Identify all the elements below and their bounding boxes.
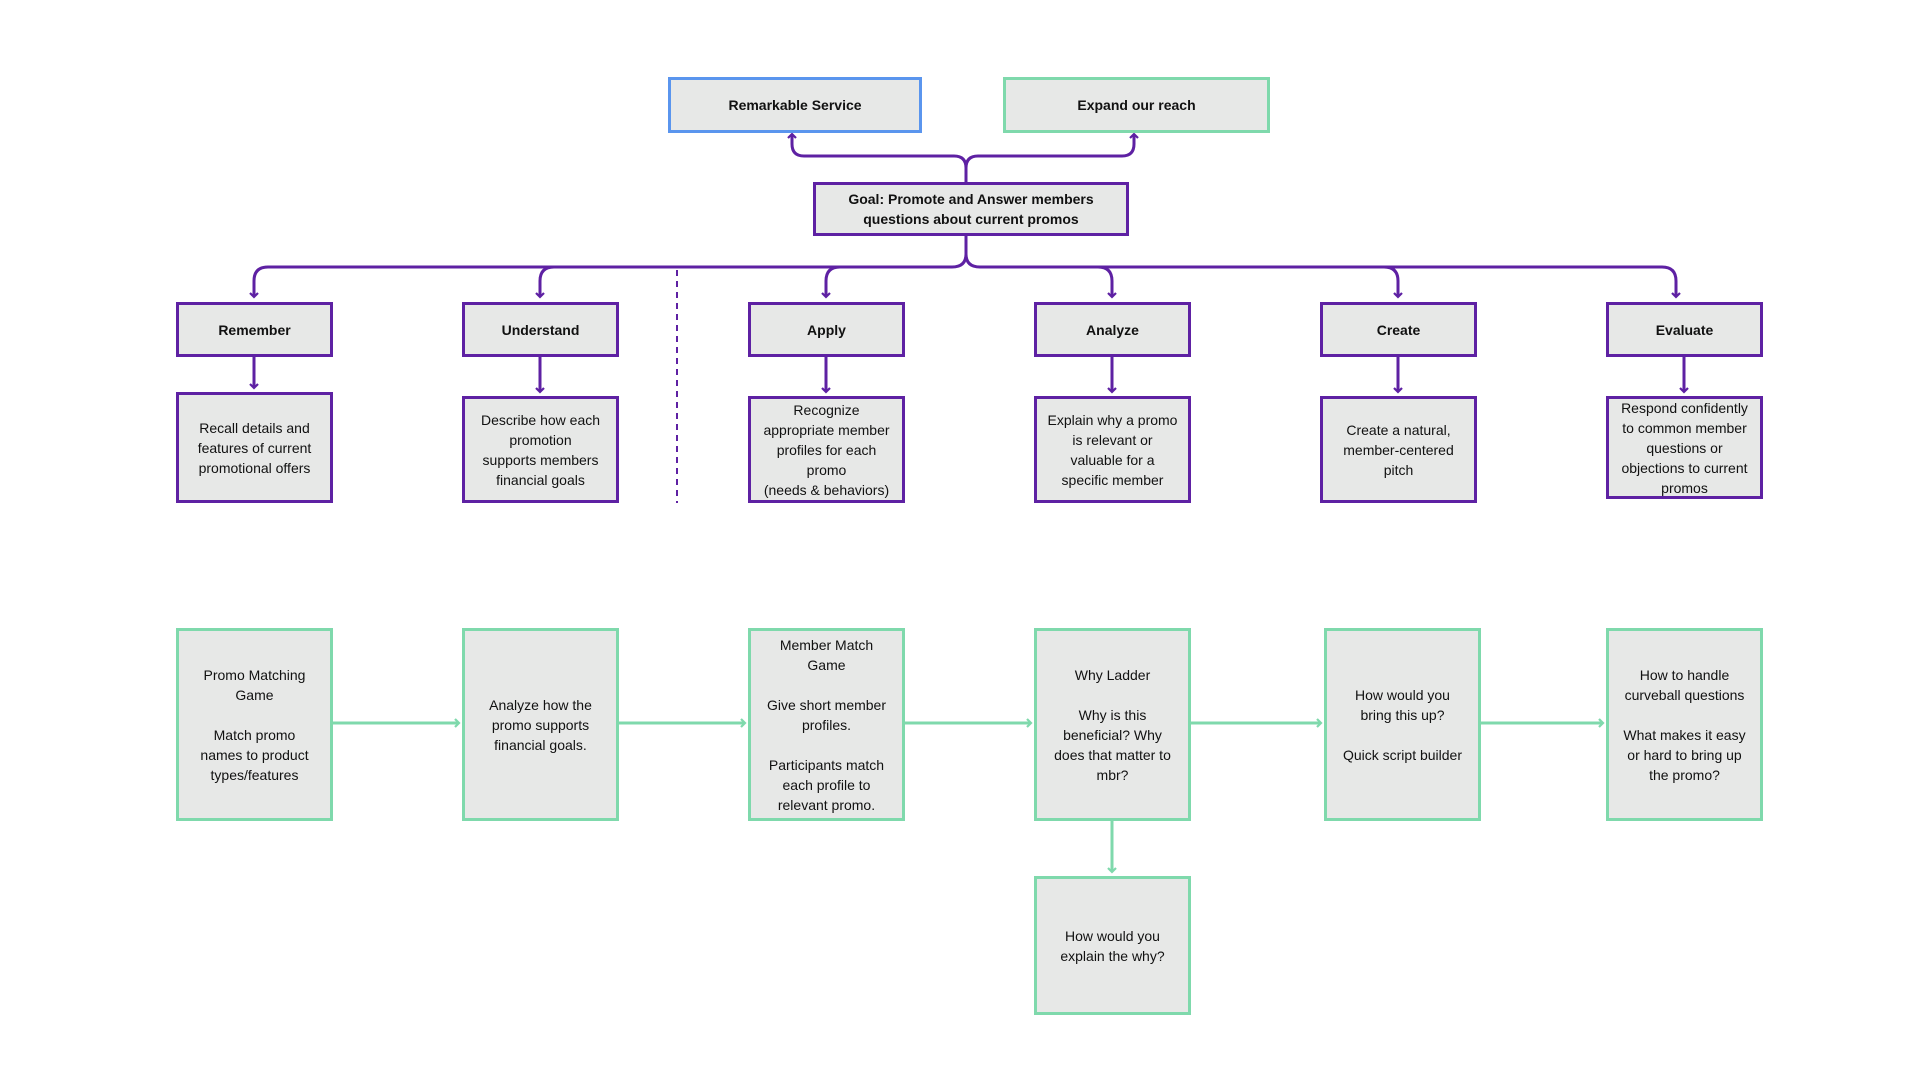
level-title: Create <box>1376 321 1421 338</box>
objective-text: Recognize appropriate member profiles fo… <box>763 401 890 498</box>
activity-box-why-ladder: Why Ladder Why is this beneficial? Why d… <box>1034 628 1191 821</box>
level-title: Apply <box>807 321 846 338</box>
expand-reach-box: Expand our reach <box>1003 77 1270 133</box>
connector-goal-to-remarkable <box>787 132 968 182</box>
objective-box-analyze: Explain why a promo is relevant or valua… <box>1034 396 1191 503</box>
level-title: Understand <box>501 321 580 338</box>
connector-to-analyze <box>1097 265 1117 299</box>
connector-to-create <box>1383 265 1403 299</box>
objective-box-remember: Recall details and features of current p… <box>176 392 333 503</box>
activity-text: Analyze how the promo supports financial… <box>489 696 592 753</box>
connector-goal-to-expand <box>964 132 1139 182</box>
level-box-apply: Apply <box>748 302 905 357</box>
activity-text: Member Match Game Give short member prof… <box>766 636 887 813</box>
objective-text: Create a natural, member-centered pitch <box>1343 421 1454 478</box>
objective-text: Describe how each promotion supports mem… <box>480 411 601 488</box>
activity-text: How to handle curveball questions What m… <box>1623 666 1746 783</box>
activity-box-analyze-goals: Analyze how the promo supports financial… <box>462 628 619 821</box>
level-box-understand: Understand <box>462 302 619 357</box>
goal-box: Goal: Promote and Answer members questio… <box>813 182 1129 236</box>
followup-text: How would you explain the why? <box>1060 927 1165 964</box>
objective-box-create: Create a natural, member-centered pitch <box>1320 396 1477 503</box>
activity-text: Why Ladder Why is this beneficial? Why d… <box>1054 666 1171 783</box>
activity-box-script-builder: How would you bring this up? Quick scrip… <box>1324 628 1481 821</box>
activity-box-member-match: Member Match Game Give short member prof… <box>748 628 905 821</box>
level-box-evaluate: Evaluate <box>1606 302 1763 357</box>
level-title: Analyze <box>1086 321 1139 338</box>
objective-text: Explain why a promo is relevant or valua… <box>1047 411 1178 488</box>
activity-box-promo-matching: Promo Matching Game Match promo names to… <box>176 628 333 821</box>
level-box-remember: Remember <box>176 302 333 357</box>
level-title: Evaluate <box>1655 321 1714 338</box>
followup-box-explain-why: How would you explain the why? <box>1034 876 1191 1015</box>
connector-to-understand <box>535 265 555 299</box>
level-title: Remember <box>218 321 291 338</box>
activity-box-curveball: How to handle curveball questions What m… <box>1606 628 1763 821</box>
goal-label: Goal: Promote and Answer members questio… <box>848 191 1094 227</box>
connector-goal-bus-right <box>964 253 1678 296</box>
objective-box-understand: Describe how each promotion supports mem… <box>462 396 619 503</box>
expand-reach-label: Expand our reach <box>1077 97 1196 113</box>
connector-goal-bus <box>252 236 968 296</box>
activity-text: Promo Matching Game Match promo names to… <box>200 666 309 783</box>
objective-box-apply: Recognize appropriate member profiles fo… <box>748 396 905 503</box>
objective-box-evaluate: Respond confidently to common member que… <box>1606 396 1763 499</box>
connector-to-apply <box>821 265 841 299</box>
level-box-analyze: Analyze <box>1034 302 1191 357</box>
remarkable-service-box: Remarkable Service <box>668 77 922 133</box>
activity-text: How would you bring this up? Quick scrip… <box>1342 686 1463 763</box>
objective-text: Respond confidently to common member que… <box>1621 399 1748 496</box>
remarkable-service-label: Remarkable Service <box>728 97 862 113</box>
objective-text: Recall details and features of current p… <box>197 419 312 476</box>
level-box-create: Create <box>1320 302 1477 357</box>
